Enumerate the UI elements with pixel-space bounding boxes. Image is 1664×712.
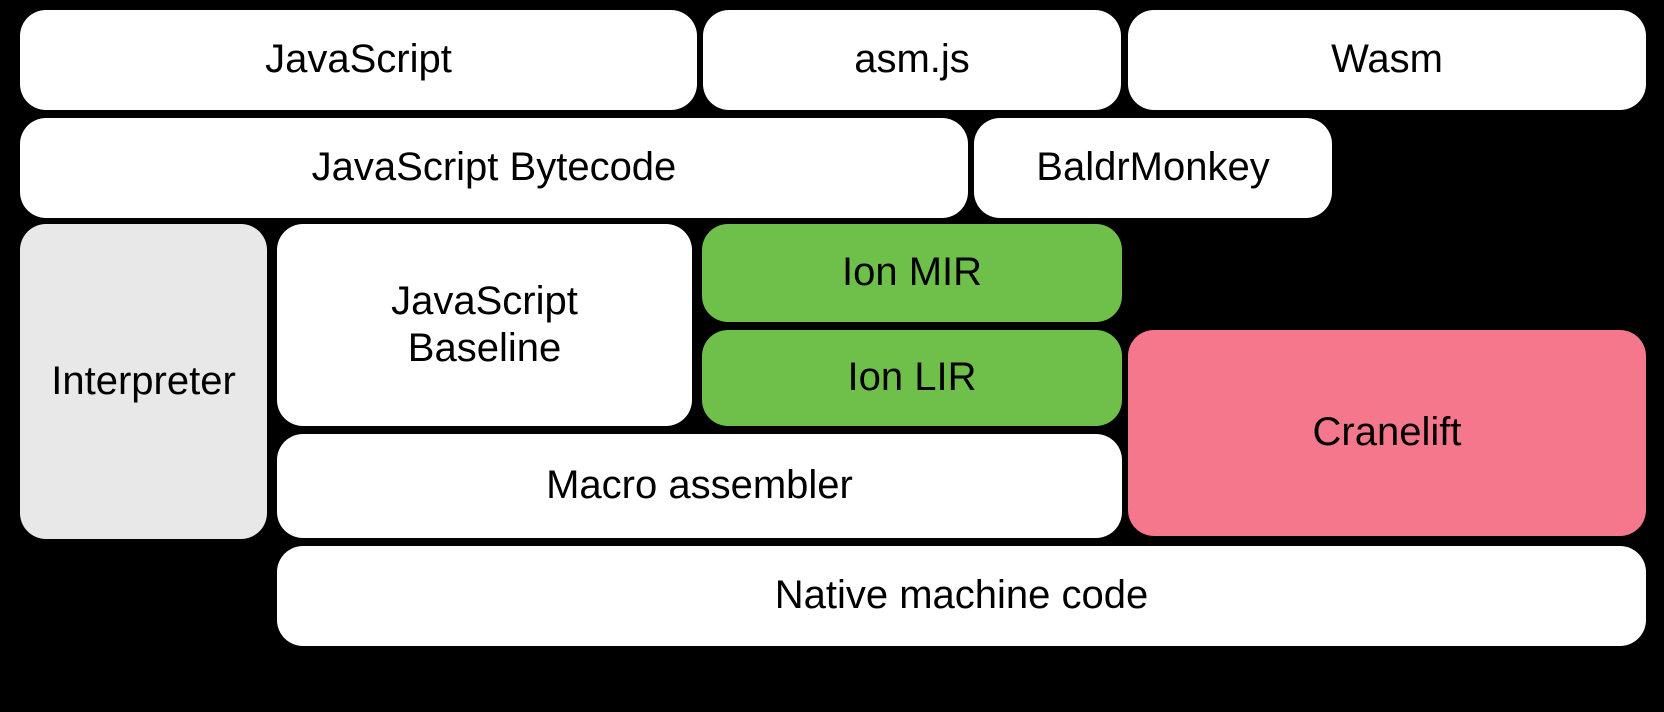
node-label-javascript-baseline: JavaScript Baseline: [391, 278, 578, 370]
node-ion-lir: Ion LIR: [702, 330, 1122, 426]
node-label-ion-lir: Ion LIR: [847, 355, 977, 400]
node-interpreter: Interpreter: [20, 224, 267, 539]
node-javascript-source: JavaScript: [20, 10, 697, 110]
node-wasm: Wasm: [1128, 10, 1646, 110]
node-javascript-baseline: JavaScript Baseline: [277, 224, 692, 426]
node-macro-assembler: Macro assembler: [277, 434, 1122, 538]
node-label-ion-mir: Ion MIR: [841, 250, 983, 295]
node-label-javascript-source: JavaScript: [265, 37, 452, 82]
node-label-wasm: Wasm: [1331, 37, 1443, 82]
node-label-javascript-bytecode: JavaScript Bytecode: [311, 145, 677, 190]
node-cranelift: Cranelift: [1128, 330, 1646, 536]
node-native-machine-code: Native machine code: [277, 546, 1646, 646]
node-javascript-bytecode: JavaScript Bytecode: [20, 118, 968, 218]
node-label-interpreter: Interpreter: [51, 358, 236, 403]
node-baldrmonkey: BaldrMonkey: [974, 118, 1332, 218]
node-label-baldrmonkey: BaldrMonkey: [1036, 145, 1270, 190]
node-label-cranelift: Cranelift: [1312, 410, 1462, 455]
node-asm-js: asm.js: [703, 10, 1121, 110]
node-label-native-machine-code: Native machine code: [774, 573, 1149, 618]
node-label-asm-js: asm.js: [854, 37, 970, 82]
node-ion-mir: Ion MIR: [702, 224, 1122, 322]
node-label-macro-assembler: Macro assembler: [546, 463, 853, 508]
